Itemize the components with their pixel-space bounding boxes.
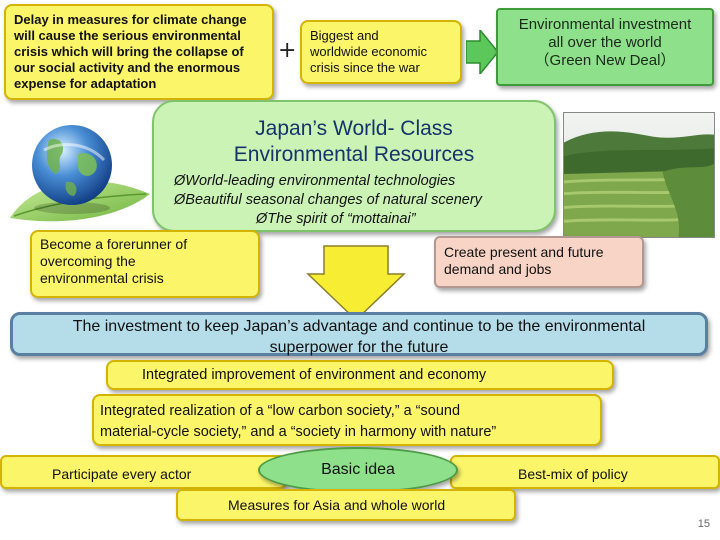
japan-title-line-1: Japan’s World- Class bbox=[255, 117, 453, 140]
climate-delay-line-3: crisis which will bring the collapse of bbox=[14, 44, 244, 59]
green-new-deal-line-3: （Green New Deal） bbox=[534, 52, 676, 69]
forerunner-line-3: environmental crisis bbox=[40, 270, 164, 286]
economic-crisis-box: Biggest and worldwide economic crisis si… bbox=[300, 20, 462, 84]
integrated-improvement-box: Integrated improvement of environment an… bbox=[106, 360, 614, 390]
earth-globe-on-leaf-image bbox=[10, 125, 150, 222]
economic-crisis-line-3: crisis since the war bbox=[310, 60, 420, 75]
economic-crisis-line-1: Biggest and bbox=[310, 28, 379, 43]
green-new-deal-box: Environmental investment all over the wo… bbox=[496, 8, 714, 86]
japan-resources-box: Japan’s World- Class Environmental Resou… bbox=[152, 100, 556, 232]
climate-delay-line-2: will cause the serious environmental bbox=[14, 28, 241, 43]
plus-sign: + bbox=[278, 38, 297, 63]
best-mix-policy-box: Best-mix of policy bbox=[450, 455, 720, 489]
demand-jobs-line-2: demand and jobs bbox=[444, 261, 552, 277]
basic-idea-ellipse: Basic idea bbox=[258, 447, 458, 493]
rice-terraces-photo bbox=[563, 112, 715, 238]
climate-delay-line-1: Delay in measures for climate change bbox=[14, 12, 247, 27]
integrated-realization-box: Integrated realization of a “low carbon … bbox=[92, 394, 602, 446]
japan-resources-title: Japan’s World- Class Environmental Resou… bbox=[154, 116, 554, 168]
asia-measures-box: Measures for Asia and whole world bbox=[176, 489, 516, 521]
bullet-technologies: ØWorld-leading environmental technologie… bbox=[174, 173, 456, 189]
investment-line-2: superpower for the future bbox=[269, 339, 449, 356]
investment-line-1: The investment to keep Japan’s advantage… bbox=[72, 318, 646, 335]
green-new-deal-line-1: Environmental investment bbox=[518, 16, 692, 33]
forerunner-box: Become a forerunner of overcoming the en… bbox=[30, 230, 260, 298]
forerunner-line-1: Become a forerunner of bbox=[40, 236, 188, 252]
participate-actor-box: Participate every actor bbox=[0, 455, 286, 489]
integrated-realization-line-1: Integrated realization of a “low carbon … bbox=[100, 403, 461, 419]
demand-jobs-line-1: Create present and future bbox=[444, 244, 604, 260]
yellow-down-arrow-icon bbox=[306, 245, 406, 322]
economic-crisis-line-2: worldwide economic bbox=[310, 44, 428, 59]
forerunner-line-2: overcoming the bbox=[40, 253, 136, 269]
bullet-scenery: ØBeautiful seasonal changes of natural s… bbox=[174, 192, 482, 208]
green-right-arrow-icon bbox=[466, 30, 498, 74]
japan-title-line-2: Environmental Resources bbox=[233, 143, 475, 166]
demand-jobs-box: Create present and future demand and job… bbox=[434, 236, 644, 288]
page-number: 15 bbox=[697, 518, 710, 530]
bullet-mottainai: ØThe spirit of “mottainai” bbox=[256, 211, 416, 227]
investment-banner: The investment to keep Japan’s advantage… bbox=[10, 312, 708, 356]
integrated-realization-line-2: material-cycle society,” and a “society … bbox=[100, 424, 497, 440]
climate-delay-box: Delay in measures for climate change wil… bbox=[4, 4, 274, 100]
climate-delay-line-4: our social activity and the enormous bbox=[14, 60, 241, 75]
climate-delay-line-5: expense for adaptation bbox=[14, 76, 157, 91]
green-new-deal-line-2: all over the world bbox=[548, 34, 662, 51]
